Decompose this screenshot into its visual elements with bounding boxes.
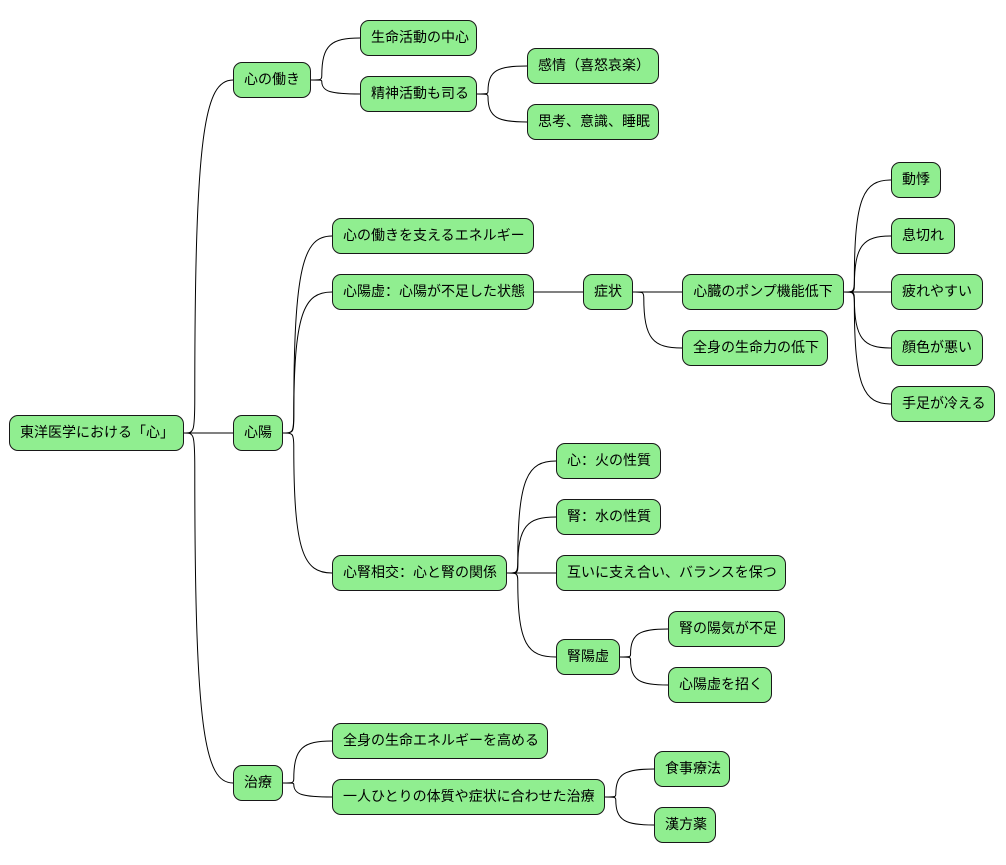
node-hi[interactable]: 心：火の性質	[556, 443, 661, 479]
connector-root-chiryo	[183, 432, 234, 784]
node-sasaeru-energy[interactable]: 心の働きを支えるエネルギー	[332, 218, 534, 254]
connector-pump-kaoiro	[843, 291, 892, 349]
node-maneku[interactable]: 心陽虚を招く	[668, 667, 772, 703]
node-shokuji[interactable]: 食事療法	[654, 751, 730, 787]
node-zenshin-teika[interactable]: 全身の生命力の低下	[682, 330, 828, 366]
connector-kokoro_hataraki-seishin	[310, 79, 361, 95]
node-jin-yoki[interactable]: 腎の陽気が不足	[668, 611, 785, 647]
node-shinjin[interactable]: 心腎相交：心と腎の関係	[332, 555, 507, 591]
node-chiryo[interactable]: 治療	[233, 765, 283, 801]
node-shiko[interactable]: 思考、意識、睡眠	[527, 104, 659, 140]
node-doki[interactable]: 動悸	[891, 162, 941, 198]
node-seimei-chushin[interactable]: 生命活動の中心	[360, 20, 477, 56]
node-jinyoukyo[interactable]: 腎陽虚	[556, 639, 620, 675]
node-kampo[interactable]: 漢方薬	[654, 807, 716, 843]
node-shinyo[interactable]: 心陽	[233, 415, 283, 451]
connector-pump-teashi	[843, 291, 892, 405]
node-root[interactable]: 東洋医学における「心」	[9, 415, 184, 451]
connector-jinyoukyo-maneku	[619, 656, 669, 686]
node-seishin[interactable]: 精神活動も司る	[360, 76, 477, 112]
connector-chiryo-hitori	[282, 782, 333, 798]
connector-pump-ikigire	[843, 235, 892, 293]
connector-kokoro_hataraki-seimei_chushin	[310, 37, 361, 81]
connector-shinjin-jinyoukyo	[506, 572, 557, 658]
connector-shinyo-shinjin	[282, 432, 333, 574]
connector-root-kokoro_hataraki	[183, 79, 234, 434]
node-tagai[interactable]: 互いに支え合い、バランスを保つ	[556, 555, 786, 591]
connector-shinyo-sasaeru_energy	[282, 235, 333, 434]
connector-jinyoukyo-jin_yoki	[619, 628, 669, 658]
connector-shinjin-mizu	[506, 516, 557, 574]
connector-hitori-kampo	[604, 796, 655, 826]
connector-chiryo-takameru	[282, 740, 333, 784]
node-mizu[interactable]: 腎：水の性質	[556, 499, 661, 535]
node-teashi[interactable]: 手足が冷える	[891, 386, 995, 422]
node-kanjo[interactable]: 感情（喜怒哀楽）	[527, 48, 659, 84]
node-shojo[interactable]: 症状	[583, 274, 633, 310]
connector-hitori-shokuji	[604, 768, 655, 798]
connector-shojo-zenshin_teika	[632, 291, 683, 349]
connector-seishin-kanjo	[476, 65, 528, 95]
connector-seishin-shiko	[476, 93, 528, 123]
connector-shinyo-shinyoukyo_def	[282, 291, 333, 434]
node-ikigire[interactable]: 息切れ	[891, 218, 955, 254]
node-tsukare[interactable]: 疲れやすい	[891, 274, 983, 310]
node-pump[interactable]: 心臓のポンプ機能低下	[682, 274, 844, 310]
node-kaoiro[interactable]: 顔色が悪い	[891, 330, 983, 366]
node-kokoro-hataraki[interactable]: 心の働き	[233, 62, 311, 98]
node-takameru[interactable]: 全身の生命エネルギーを高める	[332, 723, 548, 759]
node-shinyoukyo-def[interactable]: 心陽虚：心陽が不足した状態	[332, 274, 534, 310]
node-hitori[interactable]: 一人ひとりの体質や症状に合わせた治療	[332, 779, 605, 815]
